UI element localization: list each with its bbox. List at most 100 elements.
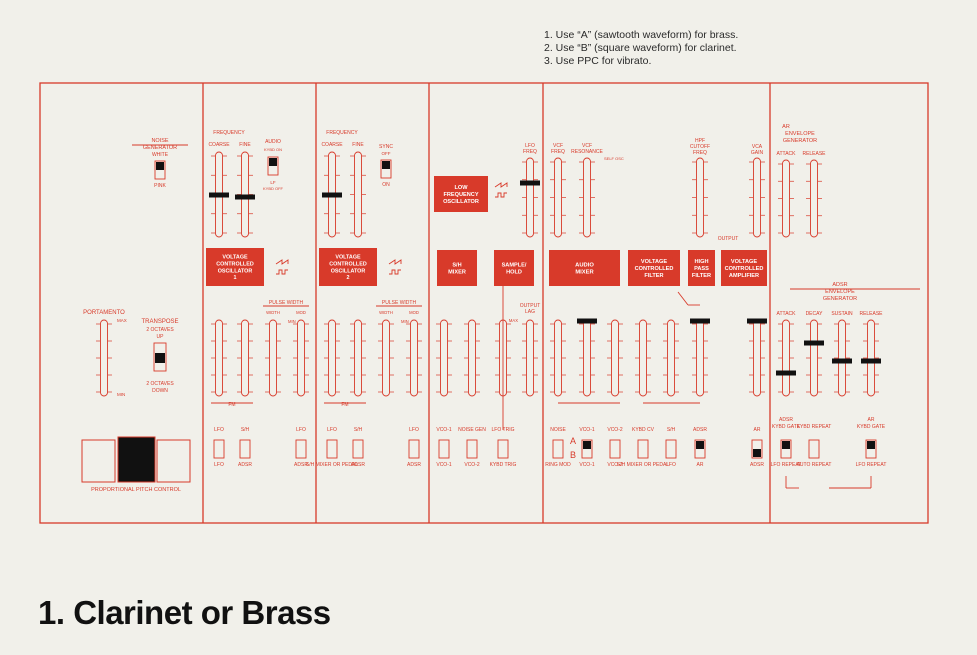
switch-lever [554, 449, 562, 457]
panel-label: LFO [525, 143, 535, 149]
module-box-label: OSCILLATOR [331, 268, 366, 274]
adsr-attack-slider[interactable] [776, 319, 796, 397]
ar-attack-slider[interactable] [778, 159, 794, 238]
toggle-switch[interactable] [213, 439, 225, 459]
saw-wave-icon [388, 259, 402, 265]
waveform-switch[interactable] [581, 439, 593, 459]
noise-switch[interactable] [154, 160, 166, 180]
panel-label: RESONANCE [571, 149, 603, 155]
toggle-switch[interactable] [609, 439, 621, 459]
mix-slider[interactable] [577, 318, 597, 397]
panel-label: FM [341, 402, 348, 408]
adsr-decay-slider[interactable] [804, 319, 824, 397]
mix-slider[interactable] [663, 319, 679, 397]
switch-frame [466, 439, 478, 459]
kybd-repeat-switch[interactable] [808, 439, 820, 459]
audio-switch[interactable] [267, 156, 279, 176]
mod-slider[interactable] [324, 319, 340, 397]
slider-knob [322, 192, 342, 198]
toggle-switch[interactable] [665, 439, 677, 459]
lag-slider[interactable] [522, 319, 538, 397]
panel-label: MIN [288, 319, 296, 324]
module-box-label: OSCILLATOR [443, 199, 479, 205]
toggle-switch[interactable] [637, 439, 649, 459]
slider-knob [832, 358, 852, 364]
portamento-slider[interactable] [96, 319, 112, 397]
mix-slider[interactable] [635, 319, 651, 397]
switch-frame [751, 439, 763, 459]
lfo-freq-slider[interactable] [520, 157, 540, 238]
panel-label: NOISE GEN [458, 427, 486, 433]
mix-slider[interactable] [747, 318, 767, 397]
mod-slider[interactable] [378, 319, 394, 397]
ar-gate-switch[interactable] [865, 439, 877, 459]
toggle-switch[interactable] [352, 439, 364, 459]
panel-label: VCO-1 [579, 462, 595, 468]
panel-label: KYBD ON [264, 147, 282, 152]
panel-label: MOD [409, 310, 419, 315]
toggle-switch[interactable] [239, 439, 251, 459]
kybd-gate-switch[interactable] [780, 439, 792, 459]
toggle-switch[interactable] [466, 439, 478, 459]
mod-slider[interactable] [265, 319, 281, 397]
vcf-resonance-slider[interactable] [579, 157, 595, 238]
module-box-label: CONTROLLED [329, 261, 367, 267]
switch-frame [326, 439, 338, 459]
slider-track [468, 319, 476, 397]
mix-slider[interactable] [690, 318, 710, 397]
module-box [437, 250, 477, 286]
sh-slider[interactable] [436, 319, 452, 397]
panel-label: S/H MIXER OR PEDAL [306, 462, 358, 468]
fine-slider[interactable] [350, 151, 366, 238]
square-wave-icon [495, 192, 507, 198]
module-box-label: HOLD [506, 269, 522, 275]
mix-slider[interactable] [607, 319, 623, 397]
toggle-switch[interactable] [408, 439, 420, 459]
panel-label: VCO-2 [607, 462, 623, 468]
filter-env-switch[interactable] [694, 439, 706, 459]
switch-lever [328, 449, 336, 457]
coarse-slider[interactable] [209, 151, 229, 238]
mod-slider[interactable] [237, 319, 253, 397]
saw-wave-icon [275, 259, 289, 265]
mix-slider[interactable] [550, 319, 566, 397]
mod-slider[interactable] [406, 319, 422, 397]
slider-knob [235, 194, 255, 200]
ar-release-slider[interactable] [806, 159, 822, 238]
hpf-slider[interactable] [692, 157, 708, 238]
switch-frame [865, 439, 877, 459]
panel-label: NOISE [151, 138, 168, 144]
sh-slider[interactable] [464, 319, 480, 397]
coarse-slider[interactable] [322, 151, 342, 238]
panel-label: KYBD REPEAT [797, 424, 832, 430]
panel-label: OUTPUT [718, 236, 739, 242]
adsr-sustain-slider[interactable] [832, 319, 852, 397]
slider-knob [209, 192, 229, 198]
mod-slider[interactable] [211, 319, 227, 397]
switch-frame [637, 439, 649, 459]
vcf-freq-slider[interactable] [550, 157, 566, 238]
mod-slider[interactable] [293, 319, 309, 397]
toggle-switch[interactable] [438, 439, 450, 459]
toggle-switch[interactable] [552, 439, 564, 459]
panel-label: WHITE [152, 152, 169, 158]
panel-label: ADSR [693, 427, 707, 433]
module-box-label: MIXER [575, 270, 594, 276]
toggle-switch[interactable] [295, 439, 307, 459]
module-box-label: CONTROLLED [216, 261, 254, 267]
panel-label: KYBD OFF [263, 186, 284, 191]
switch-lever [867, 441, 875, 449]
toggle-switch[interactable] [326, 439, 338, 459]
vca-env-switch[interactable] [751, 439, 763, 459]
panel-label: ATTACK [777, 311, 797, 317]
fine-slider[interactable] [235, 151, 255, 238]
toggle-switch[interactable] [497, 439, 509, 459]
module-box [721, 250, 767, 286]
mod-slider[interactable] [350, 319, 366, 397]
adsr-release-slider[interactable] [861, 319, 881, 397]
square-wave-icon [389, 269, 401, 275]
vca-gain-slider[interactable] [749, 157, 765, 238]
panel-label: LFO [296, 427, 306, 433]
sync-switch[interactable] [380, 159, 392, 179]
note-line: 1. Use “A” (sawtooth waveform) for brass… [544, 29, 739, 41]
